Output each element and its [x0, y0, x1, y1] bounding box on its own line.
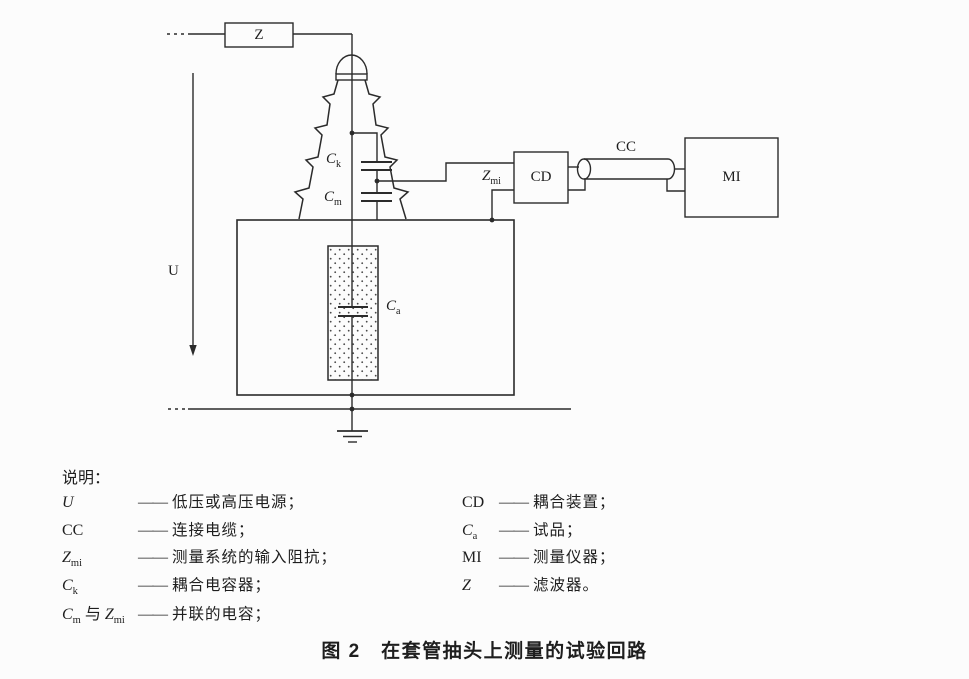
figure-caption: 图 2 在套管抽头上测量的试验回路	[321, 641, 648, 662]
tap-to-cd-wire	[377, 162, 514, 182]
filter-box	[224, 22, 294, 48]
tank-bottom-node-dot	[349, 392, 355, 398]
ca-label: Ca	[386, 298, 401, 317]
cd-cable-shield-wire	[568, 179, 586, 191]
legend-item-z: Z——滤波器。	[462, 576, 600, 594]
legend-left-column: U——低压或高压电源； CC——连接电缆； Zmi——测量系统的输入阻抗； Ck…	[62, 490, 337, 628]
ck-label: Ck	[326, 151, 342, 170]
legend-item-cc: CC——连接电缆；	[62, 521, 255, 539]
legend-item-u: U——低压或高压电源；	[62, 494, 305, 511]
bushing-left-profile	[293, 79, 339, 220]
voltage-label: U	[168, 263, 179, 279]
cd-earth-wire	[491, 189, 514, 220]
bushing-dome	[335, 54, 368, 75]
legend-title: 说明：	[62, 470, 111, 487]
legend-item-cd: CD——耦合装置；	[462, 494, 616, 511]
cable-right-end	[667, 158, 676, 180]
legend-item-ck: Ck——耦合电容器；	[62, 576, 272, 597]
mi-label: MI	[722, 169, 741, 185]
test-object-box	[327, 245, 379, 381]
tap-branch-wire	[352, 132, 378, 162]
zmi-label: Zmi	[482, 168, 501, 187]
u-arrow-head	[189, 345, 197, 356]
cable-mi-shield-wire	[666, 179, 685, 192]
tank-box	[236, 219, 515, 396]
mi-box	[684, 137, 779, 218]
cd-box	[513, 151, 569, 204]
bushing-cap	[335, 73, 368, 81]
cc-label: CC	[616, 139, 637, 155]
filter-label: Z	[254, 26, 264, 43]
cm-label: Cm	[324, 189, 342, 208]
cd-label: CD	[530, 169, 552, 185]
legend-right-column: CD——耦合装置； Ca——试品； MI——测量仪器； Z——滤波器。	[462, 490, 616, 600]
legend-item-zmi: Zmi——测量系统的输入阻抗；	[62, 549, 338, 570]
cable-left-end	[576, 158, 592, 180]
circuit-svg	[167, 22, 779, 443]
legend-item-cm-zmi: Cm 与 Zmi——并联的电容；	[62, 606, 272, 627]
circuit-diagram	[167, 22, 779, 443]
bushing-right-profile	[364, 79, 410, 220]
legend-item-ca: Ca——试品；	[462, 521, 583, 542]
legend-item-mi: MI——测量仪器；	[462, 549, 616, 566]
